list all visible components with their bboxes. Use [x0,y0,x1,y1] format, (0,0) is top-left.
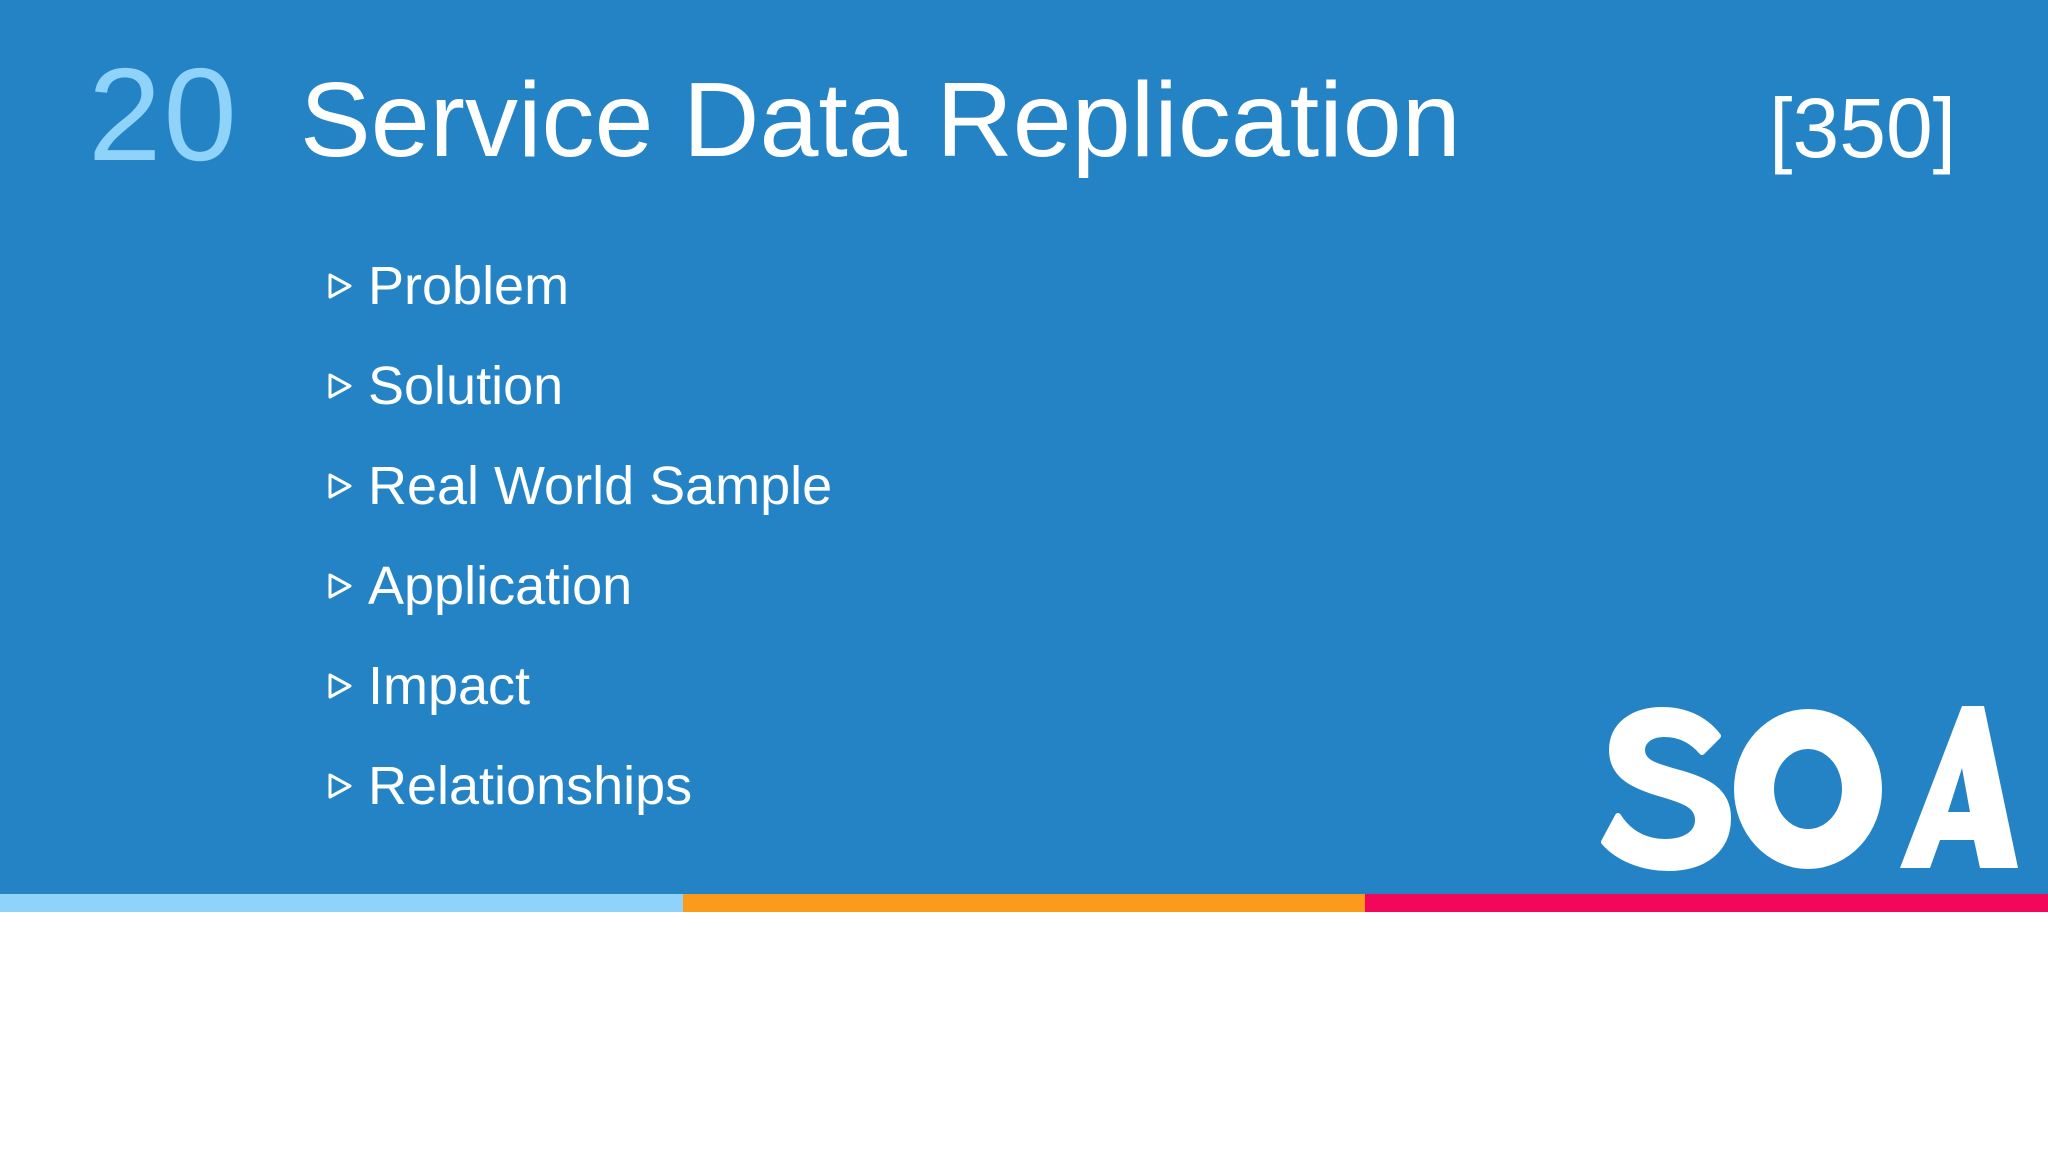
title-panel: 20 Service Data Replication [350] Proble… [0,0,2048,894]
hollow-triangle-right-icon [328,673,352,699]
slide-number: 20 [88,41,239,188]
bullet-label: Application [368,556,633,616]
bullet-label: Impact [368,656,531,716]
bullet-label: Solution [368,356,564,416]
page-reference: [350] [1769,81,1956,175]
hollow-triangle-right-icon [328,773,352,799]
accent-segment-light-blue [0,894,683,912]
accent-segment-pink [1365,894,2048,912]
hollow-triangle-right-icon [328,573,352,599]
bullet-label: Relationships [368,756,693,816]
accent-segment-orange [682,894,1366,912]
hollow-triangle-right-icon [328,273,352,299]
bullet-item: Application [326,536,832,636]
slide-title: Service Data Replication [300,61,1461,179]
hollow-triangle-right-icon [328,373,352,399]
bullet-item: Problem [326,236,832,336]
bullet-item: Solution [326,336,832,436]
hollow-triangle-right-icon [328,473,352,499]
bullet-item: Real World Sample [326,436,832,536]
bullet-item: Relationships [326,736,832,836]
bullet-item: Impact [326,636,832,736]
bullet-label: Real World Sample [368,456,833,516]
soa-logo [1601,706,2018,871]
accent-bar [0,894,2048,912]
bullet-list: Problem Solution Real World Sample Appli… [326,236,832,836]
bullet-label: Problem [368,256,570,316]
